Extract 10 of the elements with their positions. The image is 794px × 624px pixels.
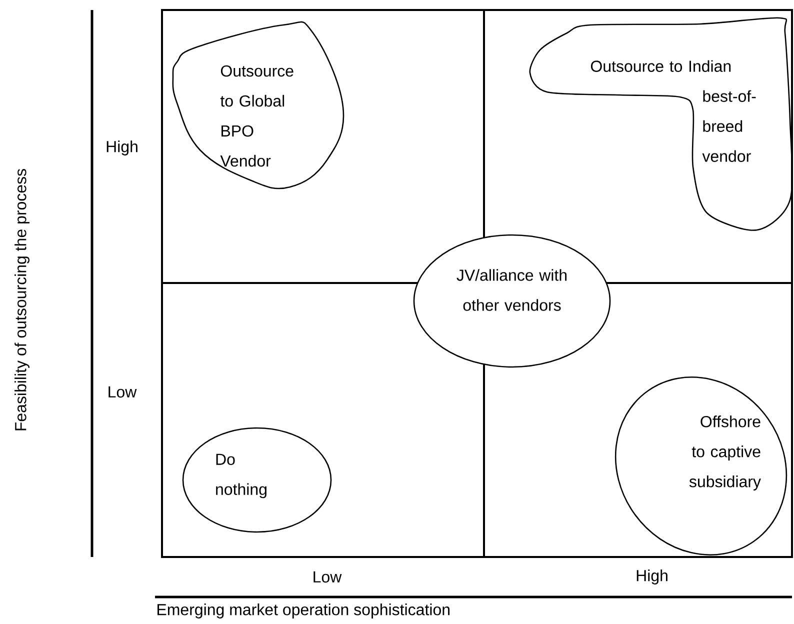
- axis-title: Emerging market operation sophistication: [158, 604, 450, 618]
- option-blob: Offshore to captive subsidiary: [614, 376, 788, 556]
- option-blob: Outsource to Indian best-of-breed vendor: [529, 17, 793, 231]
- axis-tick-label: High: [636, 570, 668, 584]
- axis-tick-label: Low: [314, 571, 342, 583]
- axis-tick-label: Low: [108, 386, 137, 398]
- axis-title: Feasibility of outsourcing the process: [14, 169, 30, 430]
- axis-tick-label: High: [106, 140, 138, 156]
- option-blob: Outsource to Global BPO Vendor: [172, 21, 344, 190]
- option-blob: Do nothing: [182, 427, 332, 533]
